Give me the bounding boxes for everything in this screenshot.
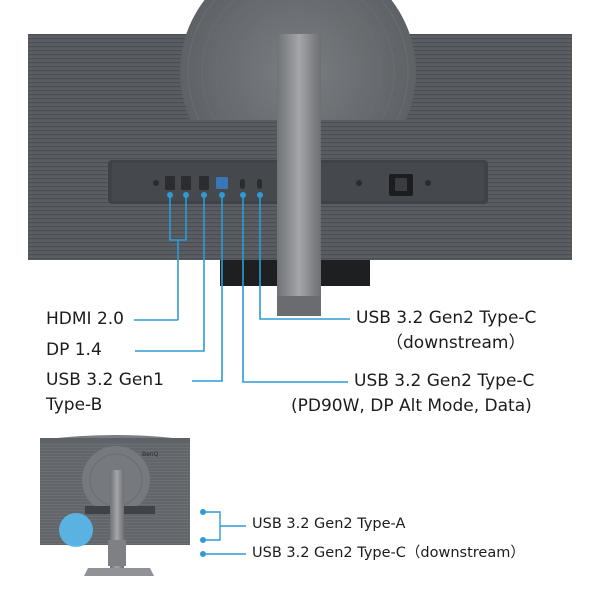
label-usb-b-line2: Type-B: [46, 395, 103, 415]
dp-port-icon: [199, 176, 209, 190]
usb-c-port-icon: [240, 179, 245, 189]
usb-c-port-icon: [257, 179, 262, 189]
label-usb-b-line1: USB 3.2 Gen1: [46, 370, 164, 390]
small-monitor-view: BenQ: [40, 435, 190, 576]
usb-b-port-icon: [216, 177, 228, 189]
label-bottom-usb-a: USB 3.2 Gen2 Type-A: [252, 516, 406, 532]
svg-text:BenQ: BenQ: [142, 451, 159, 458]
stand-neck: [277, 34, 321, 316]
label-usbc-down-line2: （downstream）: [386, 333, 526, 353]
hdmi-port-icon: [165, 176, 175, 190]
bottom-callout-dots: [200, 509, 206, 557]
label-hdmi: HDMI 2.0: [46, 309, 124, 329]
ports-row: [153, 174, 431, 196]
callout-lines: [134, 195, 350, 383]
label-usbc-pd-line1: USB 3.2 Gen2 Type-C: [354, 371, 535, 391]
hdmi-port-icon: [181, 176, 191, 190]
label-usbc-pd-line2: (PD90W, DP Alt Mode, Data): [291, 396, 532, 416]
bottom-callout-lines: [204, 511, 246, 555]
callout-dots: [167, 192, 263, 198]
label-dp: DP 1.4: [46, 340, 102, 360]
label-bottom-usb-c: USB 3.2 Gen2 Type-C（downstream）: [252, 545, 525, 561]
highlight-circle: [59, 513, 93, 547]
label-usbc-down-line1: USB 3.2 Gen2 Type-C: [356, 308, 537, 328]
